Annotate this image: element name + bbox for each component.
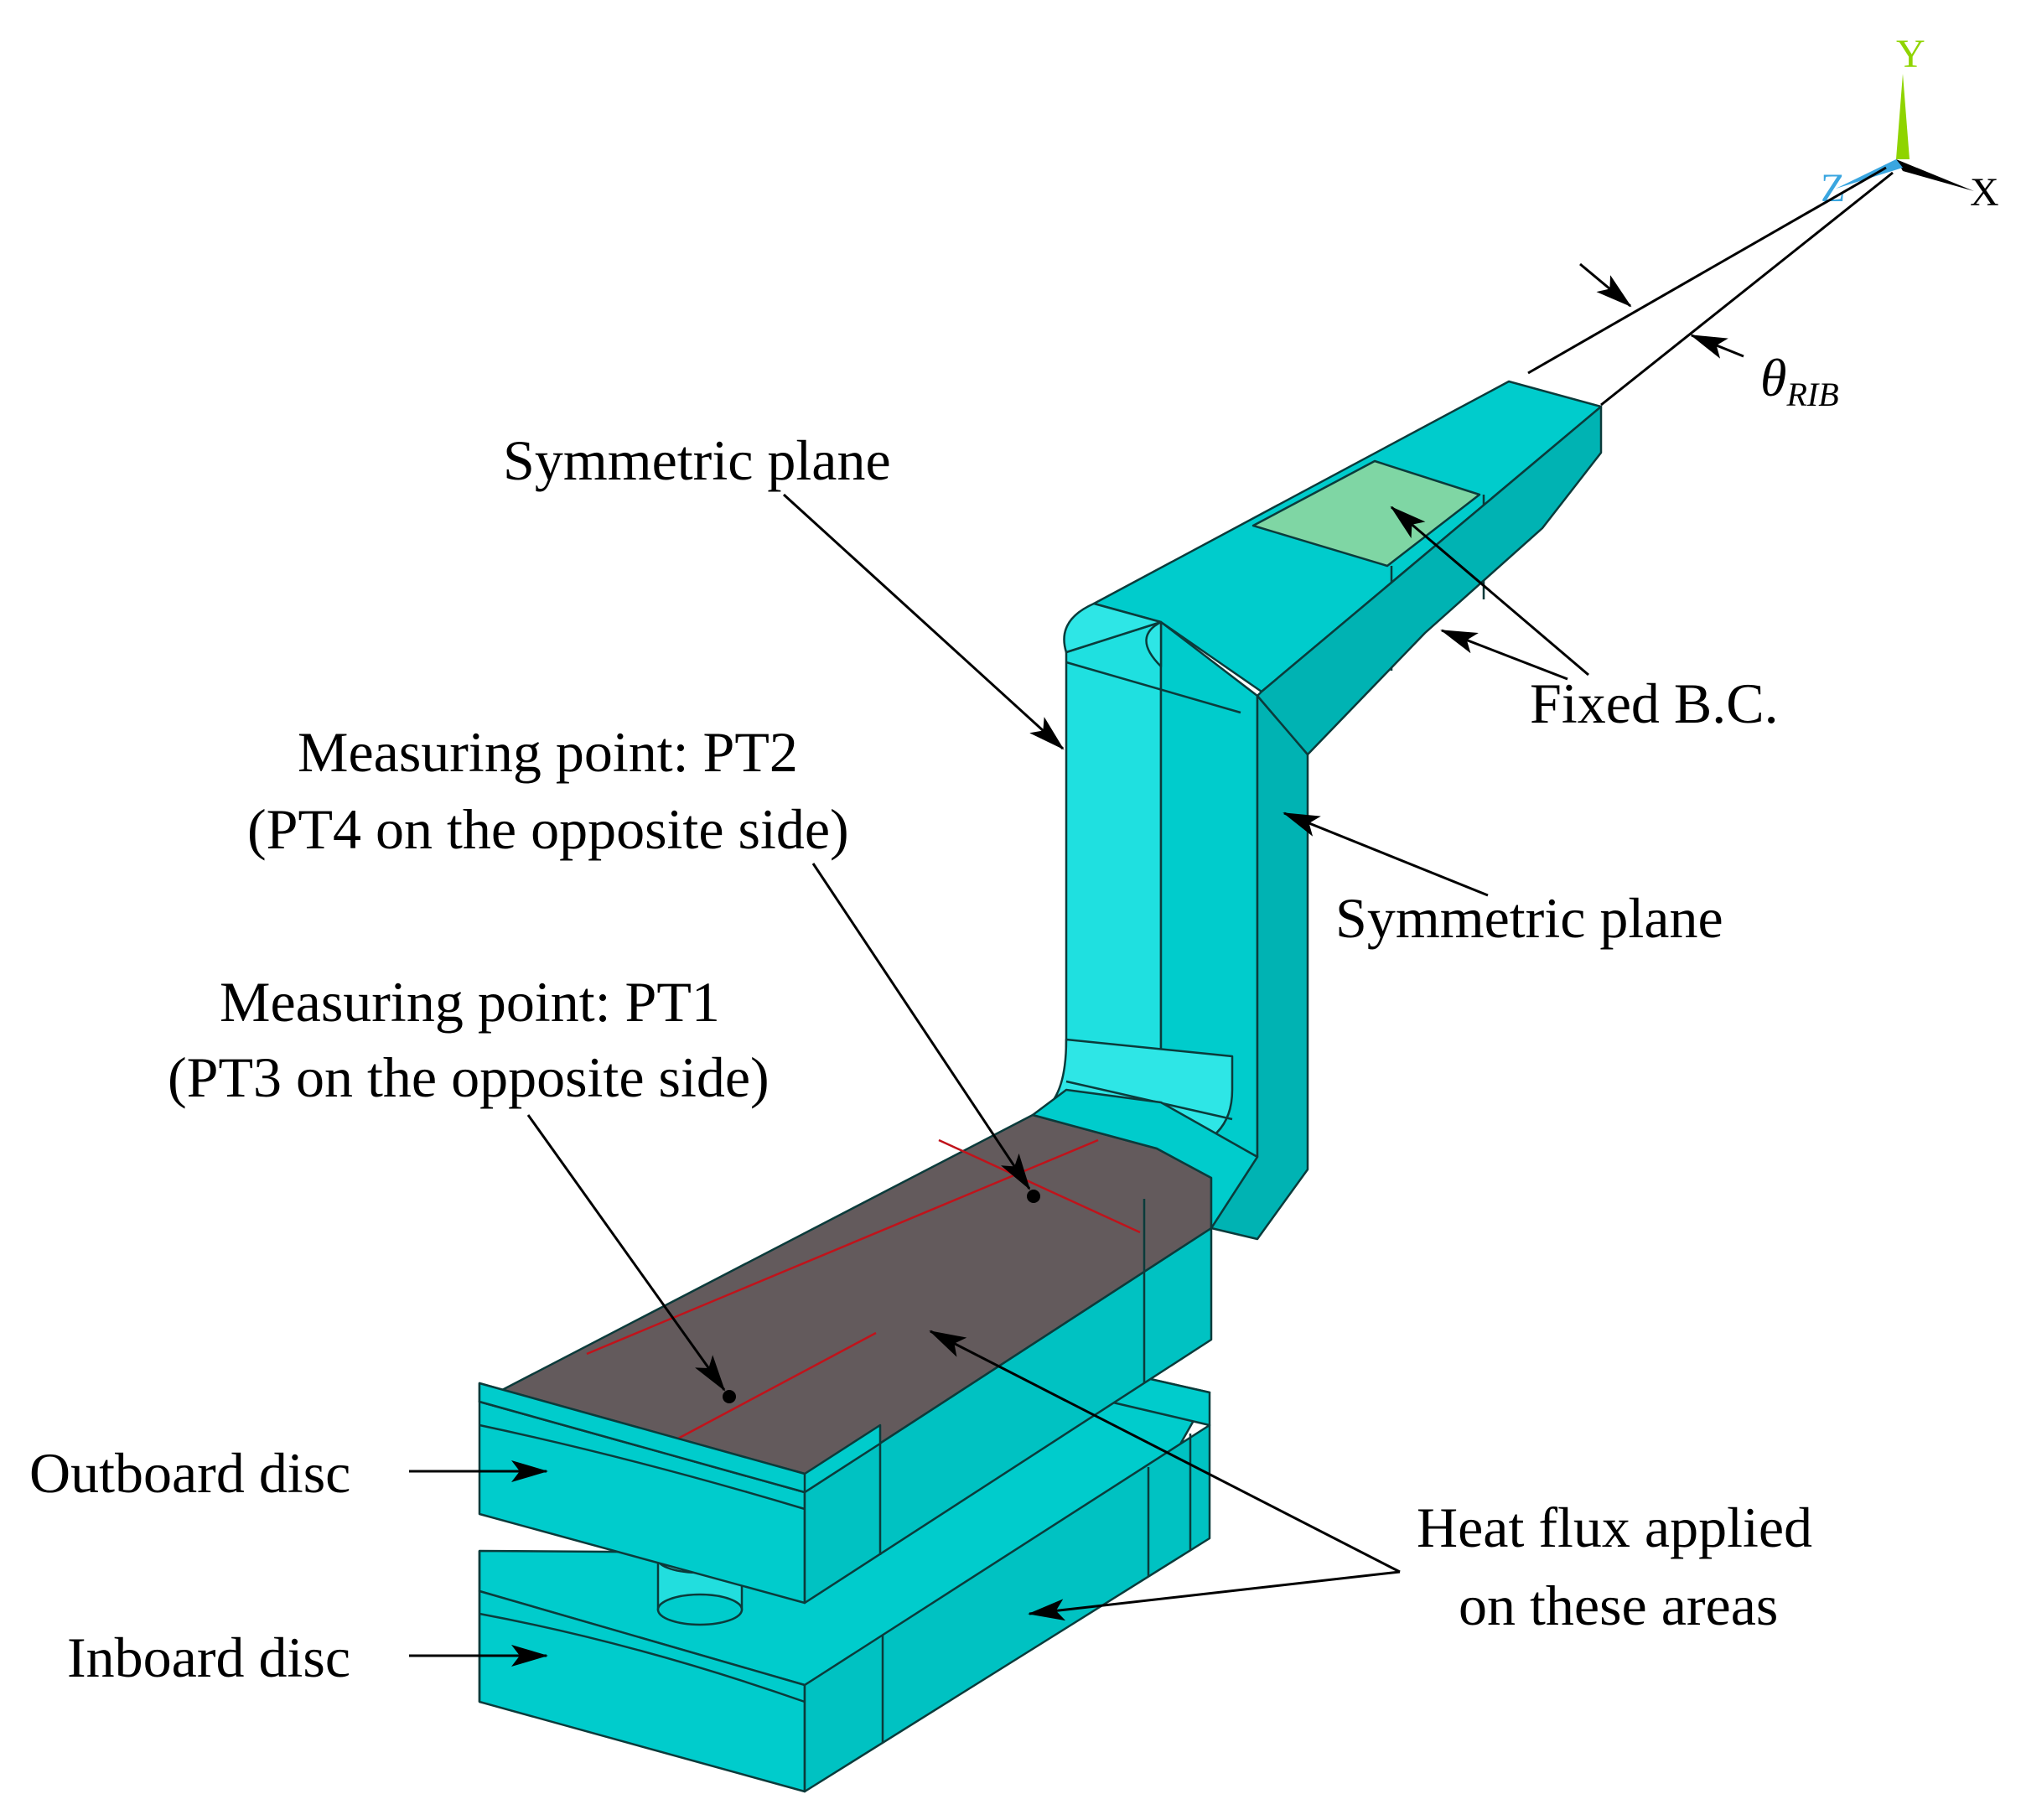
leader-symmetric-plane-right xyxy=(1283,811,1489,897)
y-axis-label: Y xyxy=(1896,32,1925,76)
theta-rib-angle-lines xyxy=(1527,166,1894,407)
heat-flux-label-line2: on these areas xyxy=(1459,1574,1778,1637)
coordinate-axes-triad: Y X Z xyxy=(1821,32,1999,215)
heat-flux-label-line1: Heat flux applied xyxy=(1417,1496,1812,1559)
leader-lines xyxy=(409,493,1589,1667)
leader-heat-flux-1 xyxy=(929,1330,1401,1574)
x-axis-arrow xyxy=(1896,159,1974,191)
leader-fixed-bc-2 xyxy=(1440,629,1568,681)
leader-fixed-bc-1 xyxy=(1390,506,1589,677)
pt2-label-line2: (PT4 on the opposite side) xyxy=(247,797,849,861)
symmetric-plane-right-label: Symmetric plane xyxy=(1335,886,1723,950)
theta-rib-label: θRIB xyxy=(1760,348,1839,413)
leader-heat-flux-2 xyxy=(1028,1570,1401,1621)
fixed-bc-label: Fixed B.C. xyxy=(1530,671,1779,735)
pt1-label-line1: Measuring point: PT1 xyxy=(220,970,720,1034)
x-axis-label: X xyxy=(1970,170,1999,215)
fixed-bc-area xyxy=(1251,459,1481,568)
pt2-label-line1: Measuring point: PT2 xyxy=(298,720,798,784)
leader-pt1 xyxy=(526,1114,726,1392)
outboard-disc-and-rib-body xyxy=(478,380,1603,1605)
measuring-point-pt2 xyxy=(1027,1190,1040,1203)
inboard-disc-label: Inboard disc xyxy=(67,1626,350,1689)
pt1-label-line2: (PT3 on the opposite side) xyxy=(168,1045,770,1109)
outboard-disc-label: Outboard disc xyxy=(29,1441,350,1505)
symmetric-plane-top-label: Symmetric plane xyxy=(503,428,891,492)
leader-pt2 xyxy=(811,863,1031,1190)
leader-symmetric-plane-top xyxy=(782,493,1065,750)
y-axis-arrow xyxy=(1896,74,1910,159)
z-axis-arrow xyxy=(1836,159,1903,189)
measuring-point-pt1 xyxy=(723,1390,736,1403)
